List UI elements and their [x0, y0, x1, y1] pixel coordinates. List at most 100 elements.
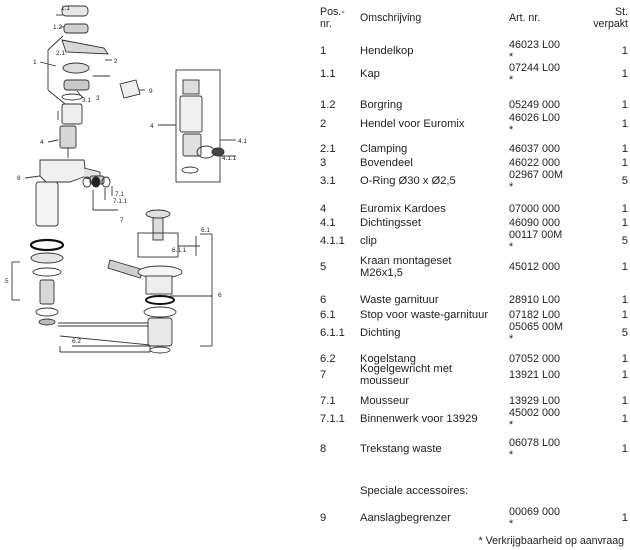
- diagram-label: 4.1.1: [222, 155, 237, 162]
- row-pos-cell: 4.1: [320, 217, 336, 229]
- row-article-cell: 46023 L00 *: [509, 39, 561, 63]
- row-article-cell: 07244 L00 *: [509, 62, 561, 86]
- row-pos-cell: 3: [320, 157, 327, 169]
- row-article-cell: 45012 000: [509, 261, 561, 273]
- row-description-cell: Hendelkop: [360, 45, 414, 57]
- row-description-cell: Kogelgewricht met mousseur: [360, 363, 453, 387]
- diagram-label: 4: [40, 139, 44, 146]
- col-header-article: Art. nr.: [509, 12, 541, 24]
- row-pos-cell: 1.1: [320, 68, 336, 80]
- row-pos-cell: 8: [320, 443, 327, 455]
- row-article-cell: 13921 L00: [509, 369, 561, 381]
- row-description-cell: Stop voor waste-garnituur: [360, 309, 489, 321]
- diagram-label: 1.1: [61, 5, 70, 12]
- row-description-cell: Binnenwerk voor 13929: [360, 413, 478, 425]
- row-pos-cell: 7.1: [320, 395, 336, 407]
- diagram-label: 4.1: [238, 138, 247, 145]
- row-qty-cell: 1: [621, 99, 628, 111]
- col-header-description: Omschrijving: [360, 12, 422, 24]
- row-article-cell: 46037 000: [509, 143, 561, 155]
- row-pos-cell: 3.1: [320, 175, 336, 187]
- row-pos-cell: 2: [320, 118, 327, 130]
- row-article-cell: 46022 000: [509, 157, 561, 169]
- row-qty-cell: 1: [621, 309, 628, 321]
- row-article-cell: 46026 L00 *: [509, 112, 561, 136]
- row-qty-cell: 1: [621, 353, 628, 365]
- row-pos-cell: 6.2: [320, 353, 336, 365]
- col-header-qty: St. verpakt: [593, 6, 628, 30]
- row-description-cell: Trekstang waste: [360, 443, 442, 455]
- row-description-cell: Hendel voor Euromix: [360, 118, 465, 130]
- row-qty-cell: 1: [621, 143, 628, 155]
- diagram-label: 4: [150, 123, 154, 130]
- row-qty-cell: 5: [621, 175, 628, 187]
- row-qty-cell: 1: [621, 443, 628, 455]
- diagram-label: 1.2: [53, 24, 62, 31]
- row-description-cell: Euromix Kardoes: [360, 203, 446, 215]
- row-article-cell: 07000 000: [509, 203, 561, 215]
- row-pos-cell: 6.1.1: [320, 327, 345, 339]
- row-qty-cell: 1: [621, 294, 628, 306]
- row-article-cell: 45002 000 *: [509, 407, 561, 431]
- row-pos-cell: 4: [320, 203, 327, 215]
- diagram-label: 6.1: [201, 227, 210, 234]
- diagram-label: 6.1.1: [172, 247, 187, 254]
- row-description-cell: O-Ring Ø30 x Ø2,5: [360, 175, 456, 187]
- row-description-cell: Aanslagbegrenzer: [360, 512, 451, 524]
- row-article-cell: 28910 L00: [509, 294, 561, 306]
- row-pos-cell: 4.1.1: [320, 235, 345, 247]
- availability-footnote: * Verkrijgbaarheid op aanvraag: [478, 535, 624, 547]
- row-pos-cell: 7: [320, 369, 327, 381]
- row-qty-cell: 1: [621, 118, 628, 130]
- exploded-parts-diagram: 1.1 1.2 1 2.1 2 3 3.1 9 4 4 4.1 4.1.1 8 …: [0, 0, 305, 550]
- diagram-label: 5: [5, 278, 9, 285]
- row-pos-cell: 6: [320, 294, 327, 306]
- row-qty-cell: 1: [621, 217, 628, 229]
- row-description-cell: clip: [360, 235, 377, 247]
- row-article-cell: 02967 00M *: [509, 169, 564, 193]
- row-description-cell: Kap: [360, 68, 380, 80]
- diagram-label: 7.1: [115, 191, 124, 198]
- row-pos-cell: 6.1: [320, 309, 336, 321]
- row-qty-cell: 1: [621, 512, 628, 524]
- row-qty-cell: 1: [621, 203, 628, 215]
- row-qty-cell: 1: [621, 369, 628, 381]
- row-article-cell: 00117 00M *: [509, 229, 563, 253]
- row-qty-cell: 1: [621, 261, 628, 273]
- row-qty-cell: 5: [621, 235, 628, 247]
- row-qty-cell: 1: [621, 68, 628, 80]
- row-description-cell: Kraan montageset M26x1,5: [360, 255, 452, 279]
- row-article-cell: 13929 L00: [509, 395, 561, 407]
- row-pos-cell: 7.1.1: [320, 413, 345, 425]
- diagram-label: 3: [96, 95, 100, 102]
- row-qty-cell: 5: [621, 327, 628, 339]
- row-article-cell: 06078 L00 *: [509, 437, 561, 461]
- row-article-cell: 05249 000: [509, 99, 561, 111]
- row-qty-cell: 1: [621, 413, 628, 425]
- diagram-label: 3.1: [82, 97, 91, 104]
- diagram-label: 2.1: [56, 50, 65, 57]
- row-article-cell: 07182 L00: [509, 309, 561, 321]
- row-qty-cell: 1: [621, 395, 628, 407]
- row-description-cell: Clamping: [360, 143, 408, 155]
- row-pos-cell: 5: [320, 261, 327, 273]
- row-description-cell: Dichting: [360, 327, 401, 339]
- row-description-cell: Speciale accessoires:: [360, 485, 469, 497]
- parts-table: Pos.- nr. Omschrijving Art. nr. St. verp…: [318, 0, 630, 550]
- col-header-pos: Pos.- nr.: [320, 6, 345, 30]
- diagram-label: 8: [17, 175, 21, 182]
- row-description-cell: Bovendeel: [360, 157, 413, 169]
- row-article-cell: 07052 000: [509, 353, 561, 365]
- row-article-cell: 05065 00M *: [509, 321, 564, 345]
- row-pos-cell: 2.1: [320, 143, 336, 155]
- diagram-label: 1: [33, 59, 37, 66]
- row-description-cell: Kogelstang: [360, 353, 416, 365]
- row-pos-cell: 1: [320, 45, 327, 57]
- diagram-label: 2: [114, 58, 118, 65]
- diagram-label: 7.1.1: [113, 198, 128, 205]
- row-pos-cell: 9: [320, 512, 327, 524]
- row-description-cell: Borgring: [360, 99, 403, 111]
- row-article-cell: 00069 000 *: [509, 506, 561, 530]
- diagram-label: 6: [218, 292, 222, 299]
- diagram-label: 9: [149, 88, 153, 95]
